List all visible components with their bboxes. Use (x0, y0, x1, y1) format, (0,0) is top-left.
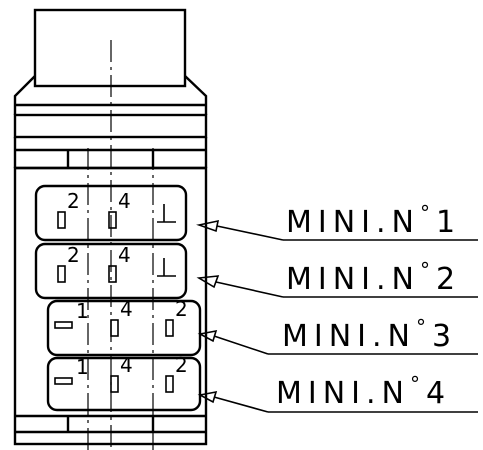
callout-mini-2: MINI.N°2 (286, 258, 461, 297)
center-lines (87, 40, 154, 450)
ground-symbol-icon (157, 258, 176, 277)
module-4 (46, 356, 202, 412)
bar-contact-icon: 1 (54, 355, 89, 385)
leader-arrow-icon (197, 329, 478, 355)
contact-number: 4 (118, 243, 131, 267)
shoulder (13, 75, 36, 115)
callout-mini-1: MINI.N°1 (286, 201, 461, 240)
module-4-contacts: 1 4 2 (54, 353, 188, 393)
module-3 (46, 299, 202, 357)
socket-contact-icon: 2 (165, 353, 188, 393)
socket-contact-icon: 4 (110, 353, 133, 393)
leader-arrow-icon (197, 390, 478, 413)
callout-mini-3: MINI.N°3 (282, 315, 457, 354)
contact-number: 4 (120, 297, 133, 321)
contact-number: 2 (175, 353, 188, 377)
contact-number: 2 (67, 243, 80, 267)
bar-contact-icon: 1 (54, 299, 89, 329)
socket-contact-icon: 4 (108, 189, 131, 229)
socket-contact-icon: 4 (108, 243, 131, 283)
callout-labels: MINI.N°1 MINI.N°2 MINI.N°3 MINI.N°4 (276, 201, 461, 411)
module-2-contacts: 2 4 (57, 243, 176, 283)
contact-number: 1 (76, 299, 89, 323)
leader-lines (196, 219, 478, 413)
contact-number: 4 (120, 353, 133, 377)
contact-number: 1 (76, 355, 89, 379)
callout-mini-4: MINI.N°4 (276, 372, 451, 411)
contact-number: 4 (118, 189, 131, 213)
module-1-contacts: 2 4 (57, 189, 176, 229)
leader-arrow-icon (196, 275, 478, 298)
socket-contact-icon: 2 (165, 297, 188, 337)
socket-contact-icon: 2 (57, 243, 80, 283)
ground-symbol-icon (157, 204, 176, 223)
module-3-contacts: 1 4 2 (54, 297, 188, 337)
top-cap (33, 8, 187, 88)
contact-number: 2 (175, 297, 188, 321)
socket-contact-icon: 4 (110, 297, 133, 337)
socket-contact-icon: 2 (57, 189, 80, 229)
leader-arrow-icon (196, 219, 478, 241)
contact-number: 2 (67, 189, 80, 213)
